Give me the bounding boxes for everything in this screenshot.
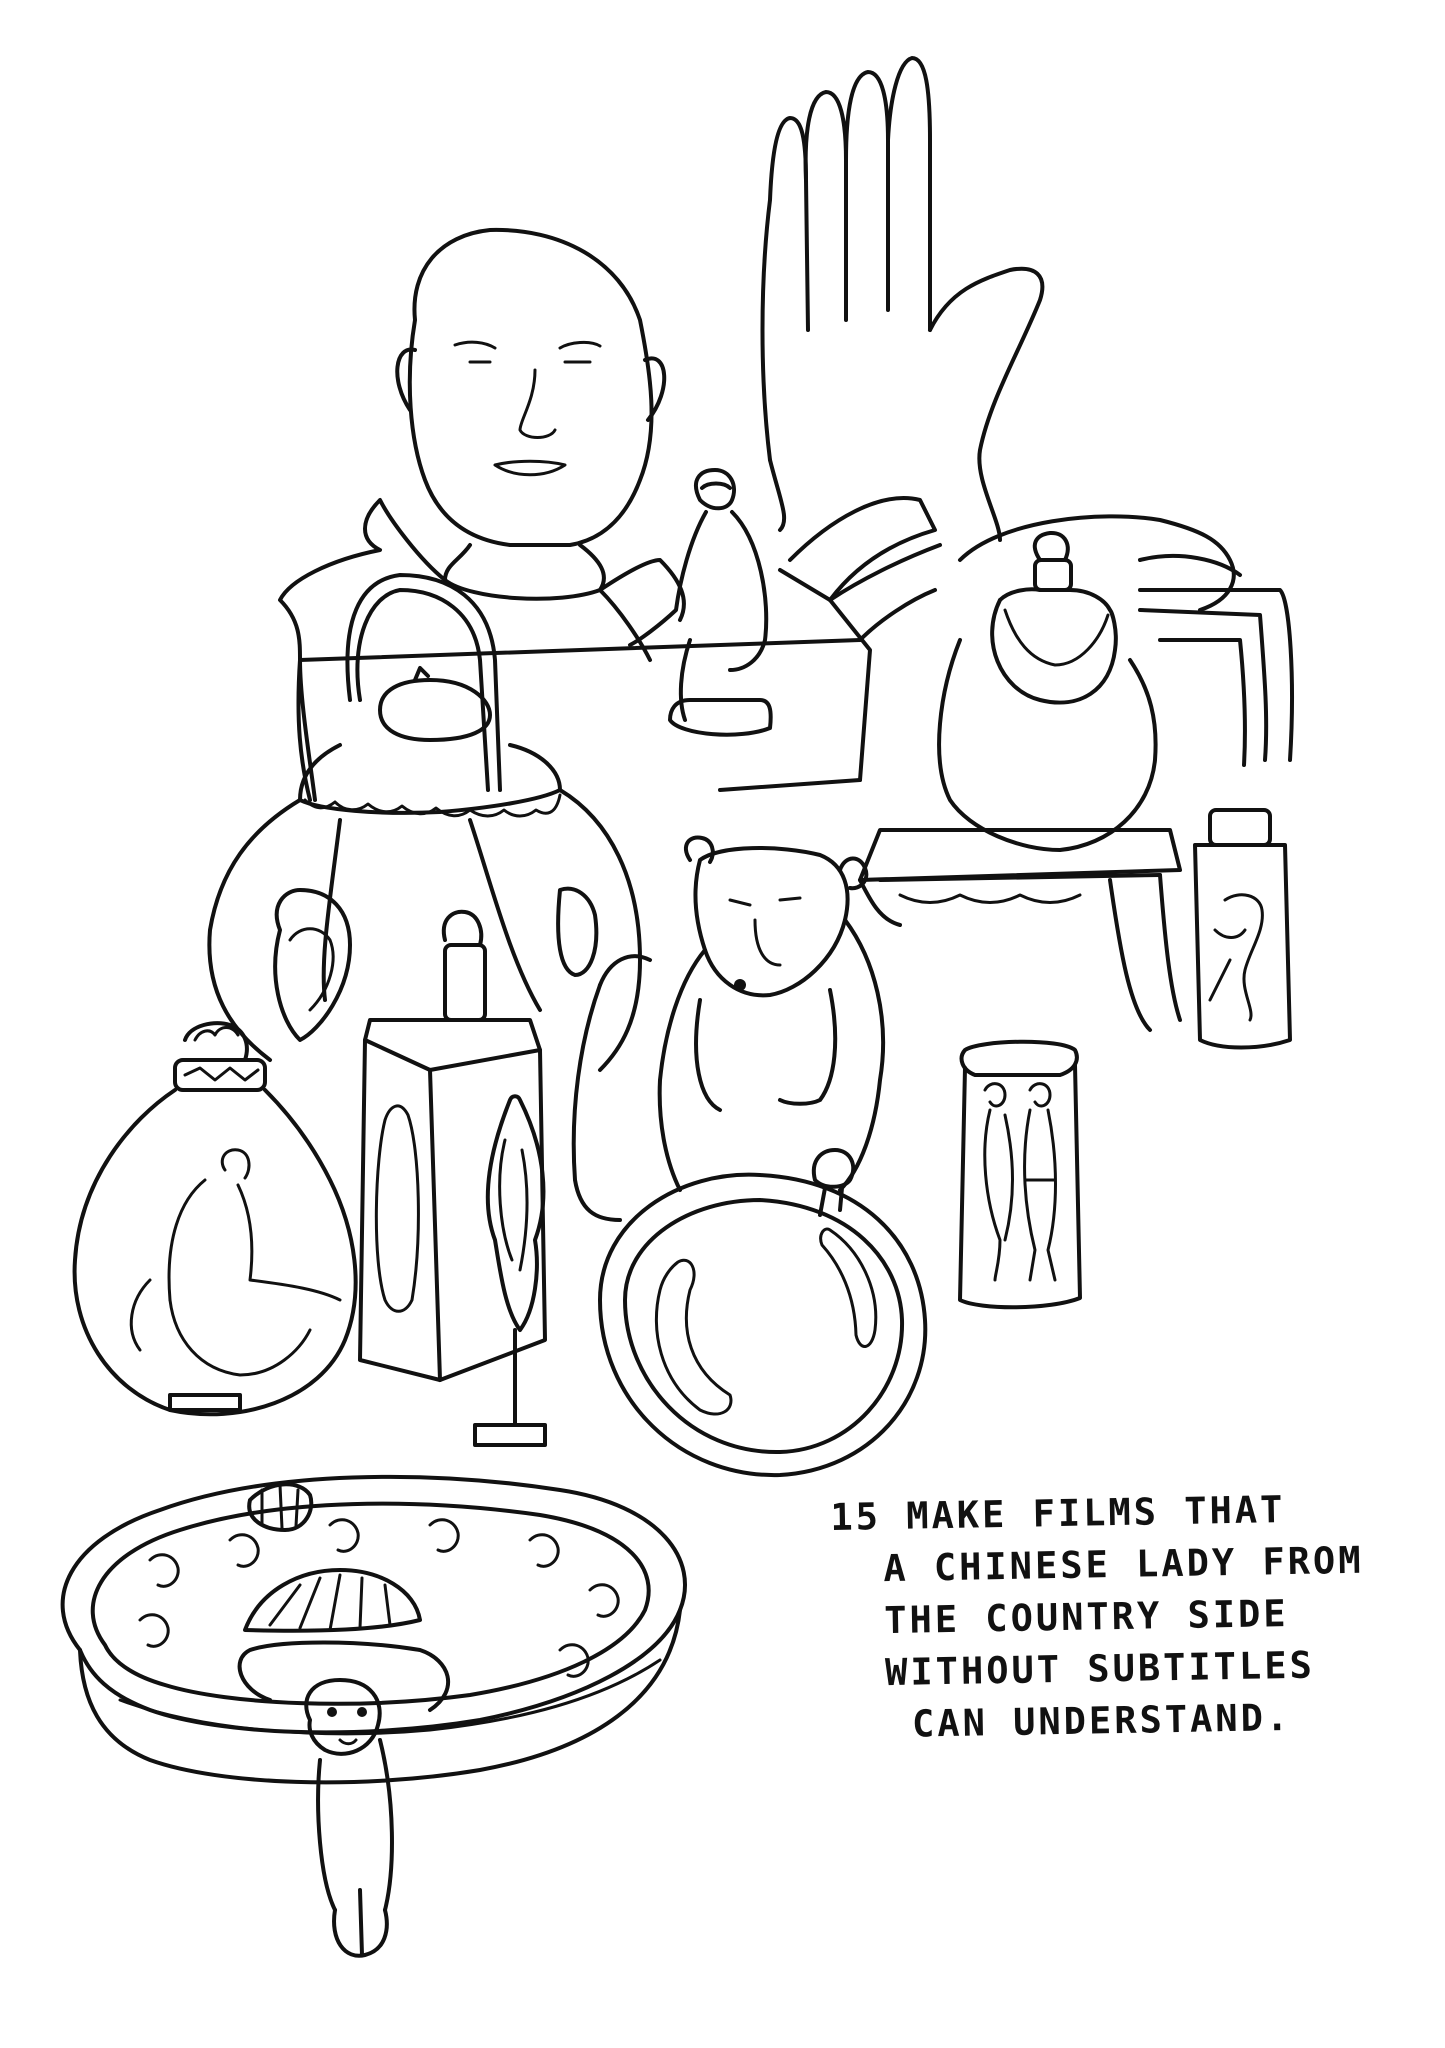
snuff-bottle-with-figure: [72, 1021, 358, 1417]
handwritten-caption: 15 MAKE FILMS THAT A CHINESE LADY FROM T…: [830, 1484, 1364, 1752]
hanging-ornament: [273, 886, 599, 1042]
small-lidded-jar: [1193, 808, 1292, 1050]
teapot-with-handle: [207, 573, 642, 1072]
caption-line: THE COUNTRY SIDE: [883, 1592, 1289, 1643]
round-mirror: [598, 1148, 928, 1478]
caption-line: WITHOUT SUBTITLES: [884, 1643, 1316, 1695]
decorated-oval-plate: [60, 1474, 687, 1785]
caption-line: CAN UNDERSTAND.: [911, 1695, 1292, 1746]
cylindrical-jar-with-figures: [958, 1039, 1082, 1310]
raised-hand: [760, 56, 1045, 542]
low-side-table: [858, 828, 1182, 1032]
small-seated-figurine: [628, 468, 773, 737]
stacked-boxes: [296, 496, 942, 802]
small-monkey-figure-with-umbrella: [237, 1482, 451, 1958]
square-bottle: [358, 909, 547, 1382]
caption-line: A CHINESE LADY FROM: [882, 1538, 1364, 1591]
round-vase-on-stand: [937, 514, 1294, 852]
flame-shaped-ornament: [473, 1094, 547, 1447]
caption-line: 15 MAKE FILMS THAT: [830, 1488, 1286, 1539]
seated-bear-figure: [571, 835, 886, 1222]
